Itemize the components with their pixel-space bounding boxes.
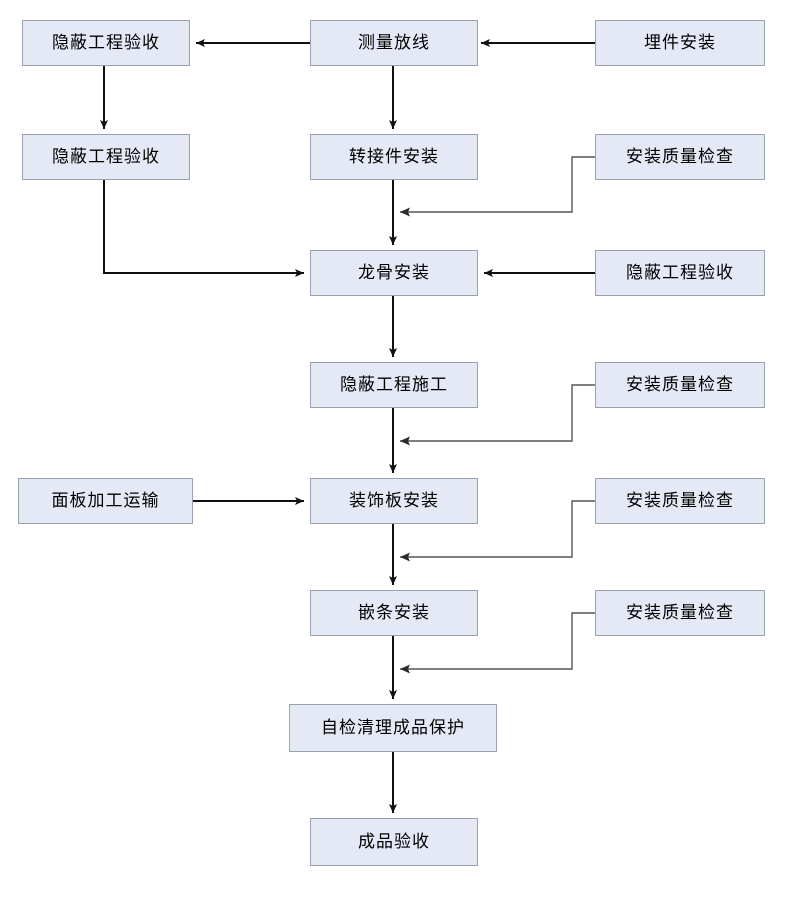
flow-node-label: 埋件安装 bbox=[644, 32, 716, 53]
flow-node-n17[interactable]: 成品验收 bbox=[310, 818, 478, 866]
flow-node-n10[interactable]: 安装质量检查 bbox=[595, 362, 765, 408]
flow-node-n9[interactable]: 隐蔽工程施工 bbox=[310, 362, 478, 408]
flow-node-label: 隐蔽工程施工 bbox=[340, 374, 448, 395]
flow-edge-e7 bbox=[103, 180, 304, 277]
flow-node-n1[interactable]: 隐蔽工程验收 bbox=[22, 20, 190, 66]
flow-node-label: 安装质量检查 bbox=[626, 490, 734, 511]
flow-node-label: 自检清理成品保护 bbox=[321, 717, 465, 738]
flow-node-label: 隐蔽工程验收 bbox=[52, 32, 160, 53]
flow-node-label: 隐蔽工程验收 bbox=[52, 146, 160, 167]
flow-node-n14[interactable]: 嵌条安装 bbox=[310, 590, 478, 636]
flow-node-label: 嵌条安装 bbox=[358, 602, 430, 623]
flow-node-n15[interactable]: 安装质量检查 bbox=[595, 590, 765, 636]
flow-edge-e15 bbox=[400, 612, 595, 674]
flow-edge-e5 bbox=[400, 156, 595, 217]
edge-layer bbox=[100, 39, 595, 813]
flow-node-n12[interactable]: 装饰板安装 bbox=[310, 478, 478, 524]
flow-node-n3[interactable]: 埋件安装 bbox=[595, 20, 765, 66]
flow-edge-e10 bbox=[400, 384, 595, 446]
flow-edge-e13 bbox=[400, 500, 595, 562]
flow-node-label: 安装质量检查 bbox=[626, 146, 734, 167]
flow-node-label: 成品验收 bbox=[358, 831, 430, 852]
flow-node-n7[interactable]: 龙骨安装 bbox=[310, 250, 478, 296]
flow-node-n4[interactable]: 隐蔽工程验收 bbox=[22, 134, 190, 180]
flow-node-n6[interactable]: 安装质量检查 bbox=[595, 134, 765, 180]
flow-node-label: 隐蔽工程验收 bbox=[626, 262, 734, 283]
flow-node-label: 转接件安装 bbox=[349, 146, 439, 167]
flow-node-n5[interactable]: 转接件安装 bbox=[310, 134, 478, 180]
flow-node-label: 安装质量检查 bbox=[626, 374, 734, 395]
flow-node-n16[interactable]: 自检清理成品保护 bbox=[289, 704, 497, 752]
flow-node-n2[interactable]: 测量放线 bbox=[310, 20, 478, 66]
flow-node-label: 测量放线 bbox=[358, 32, 430, 53]
flow-node-n8[interactable]: 隐蔽工程验收 bbox=[595, 250, 765, 296]
flow-node-label: 装饰板安装 bbox=[349, 490, 439, 511]
flow-node-label: 面板加工运输 bbox=[51, 490, 160, 511]
flow-node-n13[interactable]: 安装质量检查 bbox=[595, 478, 765, 524]
flow-node-label: 安装质量检查 bbox=[626, 602, 734, 623]
flow-node-label: 龙骨安装 bbox=[358, 262, 430, 283]
flow-node-n11[interactable]: 面板加工运输 bbox=[18, 478, 193, 524]
